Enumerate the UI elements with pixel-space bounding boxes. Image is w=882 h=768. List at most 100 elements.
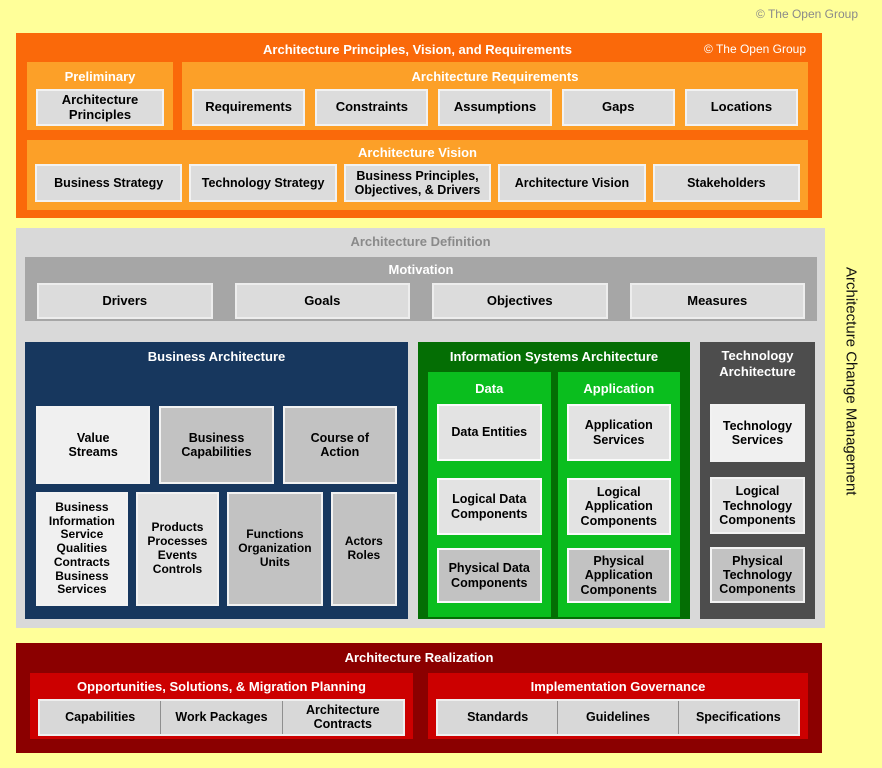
box-course-of-action: Course of Action <box>282 406 397 484</box>
architecture-requirements-group: Architecture Requirements Requirements C… <box>182 62 808 130</box>
box-drivers: Drivers <box>37 283 213 319</box>
data-group: Data Data Entities Logical Data Componen… <box>428 372 551 617</box>
box-label: Logical Application Components <box>580 484 657 528</box>
box-label: Technology Strategy <box>201 175 325 190</box>
box-application-services: Application Services <box>566 404 671 461</box>
box-label: Constraints <box>335 99 408 115</box>
box-label: Gaps <box>601 99 635 115</box>
box-assumptions: Assumptions <box>438 89 552 126</box>
box-label: Logical Data Components <box>451 492 528 521</box>
cell-label: Guidelines <box>586 709 650 724</box>
box-label: Business Capabilities <box>181 430 252 459</box>
definition-columns: Business Architecture Value Streams Busi… <box>25 342 815 619</box>
box-logical-application-components: Logical Application Components <box>566 478 671 535</box>
implementation-governance-group: Implementation Governance Standards Guid… <box>428 673 808 739</box>
business-architecture-row1: Value Streams Business Capabilities Cour… <box>36 406 397 484</box>
box-actors-roles: Actors Roles <box>330 492 397 606</box>
box-technology-strategy: Technology Strategy <box>189 164 337 202</box>
opportunities-bar: Capabilities Work Packages Architecture … <box>38 699 405 736</box>
box-stakeholders: Stakeholders <box>652 164 801 202</box>
box-label: Data Entities <box>451 425 528 440</box>
box-technology-services: Technology Services <box>710 404 805 463</box>
section-pvr-header: Architecture Principles, Vision, and Req… <box>27 33 808 62</box>
box-label: Physical Data Components <box>448 561 530 590</box>
box-data-entities: Data Entities <box>437 404 542 461</box>
box-requirements: Requirements <box>192 89 306 126</box>
box-business-strategy: Business Strategy <box>35 164 183 202</box>
box-label: Business Principles, Objectives, & Drive… <box>354 168 481 197</box>
box-measures: Measures <box>629 283 805 319</box>
governance-bar: Standards Guidelines Specifications <box>436 699 800 736</box>
box-architecture-vision: Architecture Vision <box>498 164 646 202</box>
box-physical-data-components: Physical Data Components <box>437 548 542 603</box>
box-business-information-services: Business Information Service Qualities C… <box>36 492 128 606</box>
technology-architecture-title: Technology Architecture <box>719 348 796 379</box>
cell-capabilities: Capabilities <box>40 701 160 734</box>
box-locations: Locations <box>684 89 799 126</box>
box-architecture-principles: Architecture Principles <box>36 89 164 126</box>
architecture-vision-group: Architecture Vision Business Strategy Te… <box>27 140 808 210</box>
box-gaps: Gaps <box>561 89 675 126</box>
section-architecture-realization: Architecture Realization Opportunities, … <box>16 643 822 753</box>
box-constraints: Constraints <box>315 89 429 126</box>
application-group: Application Application Services Logical… <box>557 372 680 617</box>
section-architecture-definition: Architecture Definition Motivation Drive… <box>16 228 825 628</box>
architecture-change-management-label: Architecture Change Management <box>842 266 860 496</box>
cell-architecture-contracts: Architecture Contracts <box>281 701 403 734</box>
section-pvr-title: Architecture Principles, Vision, and Req… <box>263 42 572 57</box>
box-label: Objectives <box>486 292 553 308</box>
box-label: Functions Organization Units <box>238 527 312 569</box>
box-label: Business Strategy <box>54 175 164 190</box>
box-logical-data-components: Logical Data Components <box>437 478 542 535</box>
business-architecture-group: Business Architecture Value Streams Busi… <box>25 342 408 619</box>
box-label: Logical Technology Components <box>719 484 796 527</box>
architecture-requirements-items: Requirements Constraints Assumptions Gap… <box>182 89 808 126</box>
box-products-processes-events-controls: Products Processes Events Controls <box>135 492 220 606</box>
section-principles-vision-requirements: Architecture Principles, Vision, and Req… <box>16 33 822 218</box>
box-label: Actors Roles <box>344 534 383 562</box>
architecture-vision-items: Business Strategy Technology Strategy Bu… <box>27 164 808 202</box>
cell-label: Work Packages <box>175 709 268 724</box>
cell-standards: Standards <box>438 701 557 734</box>
box-label: Course of Action <box>310 430 369 459</box>
business-architecture-row2: Business Information Service Qualities C… <box>36 492 397 606</box>
box-label: Application Services <box>584 418 653 447</box>
box-label: Architecture Principles <box>61 91 139 122</box>
box-business-capabilities: Business Capabilities <box>159 406 274 484</box>
data-title: Data <box>475 381 504 396</box>
motivation-title: Motivation <box>388 262 454 277</box>
business-architecture-title: Business Architecture <box>147 349 286 364</box>
box-label: Products Processes Events Controls <box>147 520 208 576</box>
box-label: Physical Technology Components <box>719 553 796 597</box>
box-business-principles-objectives-drivers: Business Principles, Objectives, & Drive… <box>343 164 492 202</box>
section-pvr-copyright: © The Open Group <box>703 42 806 56</box>
box-label: Locations <box>710 99 773 115</box>
cell-specifications: Specifications <box>677 701 798 734</box>
realization-row: Opportunities, Solutions, & Migration Pl… <box>16 673 822 739</box>
opportunities-solutions-migration-planning-group: Opportunities, Solutions, & Migration Pl… <box>30 673 413 739</box>
opportunities-title: Opportunities, Solutions, & Migration Pl… <box>77 679 366 694</box>
box-label: Measures <box>687 292 748 308</box>
cell-label: Capabilities <box>65 709 136 724</box>
cell-guidelines: Guidelines <box>557 701 677 734</box>
box-physical-technology-components: Physical Technology Components <box>710 547 805 604</box>
information-systems-architecture-title: Information Systems Architecture <box>449 349 659 364</box>
box-label: Physical Application Components <box>580 553 657 597</box>
box-label: Goals <box>304 292 341 308</box>
cell-label: Specifications <box>695 709 781 724</box>
isa-columns: Data Data Entities Logical Data Componen… <box>428 372 680 617</box>
motivation-group: Motivation Drivers Goals Objectives Meas… <box>25 257 817 321</box>
cell-label: Standards <box>467 709 529 724</box>
box-label: Assumptions <box>453 99 537 115</box>
architecture-vision-title: Architecture Vision <box>358 145 477 160</box>
preliminary-group: Preliminary Architecture Principles <box>27 62 173 130</box>
pvr-row-top: Preliminary Architecture Principles Arch… <box>27 62 808 130</box>
preliminary-title: Preliminary <box>64 69 136 84</box>
application-title: Application <box>583 381 655 396</box>
box-label: Value Streams <box>68 430 118 459</box>
box-label: Drivers <box>102 292 148 308</box>
cell-work-packages: Work Packages <box>160 701 281 734</box>
page-copyright: © The Open Group <box>755 7 858 21</box>
technology-architecture-group: Technology Architecture Technology Servi… <box>700 342 815 619</box>
